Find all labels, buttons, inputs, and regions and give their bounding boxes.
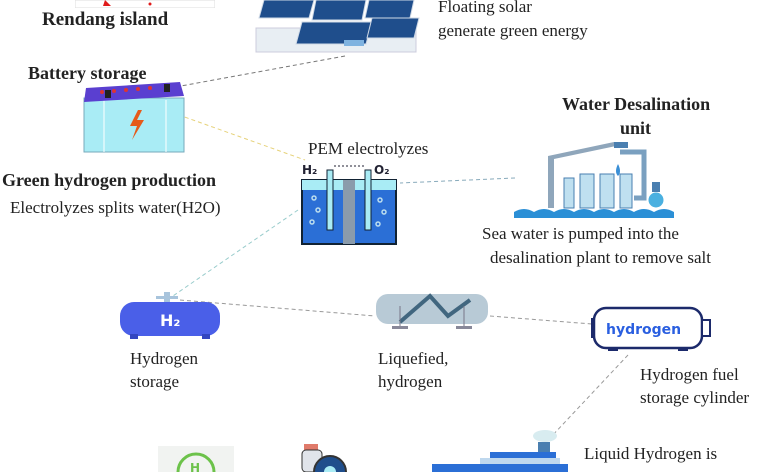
connector-battery-pem [164, 109, 306, 161]
connector-pem-storage [169, 209, 299, 299]
h2-text: H₂ [302, 163, 317, 177]
green-hydrogen-production-label: Green hydrogen production [2, 170, 217, 190]
hydrogen-storage-label: Hydrogen [130, 349, 198, 368]
connector-liquefied-cylinder [489, 315, 593, 325]
cylinder-text: hydrogen [606, 322, 681, 338]
h2-tank-text: H₂ [160, 311, 180, 330]
hydrogen-station-icon: H [158, 446, 234, 472]
hydrogen-fuel-cylinder-label: Hydrogen fuel [640, 365, 739, 384]
floating-solar-icon [255, 0, 420, 53]
water-desalination-label: Water Desalination [562, 94, 711, 114]
hydrogen-fuel-cylinder-sublabel: storage cylinder [640, 388, 750, 407]
pem-electrolyzes-label: PEM electrolyzes [308, 139, 429, 158]
pem-electrolyzer-icon: H₂ O₂ [301, 163, 397, 245]
liquid-hydrogen-ship-icon [432, 430, 568, 472]
electrolyzes-label: Electrolyzes splits water(H2O) [10, 198, 221, 217]
liquefied-hydrogen-sublabel: hydrogen [378, 372, 443, 391]
desalination-unit-icon [514, 142, 674, 218]
hydrogen-fuel-cylinder-icon: hydrogen [591, 306, 711, 351]
station-text: H [190, 461, 200, 472]
connector-storage-liquefied [179, 299, 376, 317]
rendang-island-label: Rendang island [42, 9, 169, 30]
hydrogen-storage-sublabel: storage [130, 372, 180, 391]
sea-water-sublabel: desalination plant to remove salt [490, 248, 711, 267]
o2-text: O₂ [374, 163, 389, 177]
floating-solar-label: Floating solar [438, 0, 532, 16]
water-desalination-sublabel: unit [620, 118, 652, 138]
liquid-hydrogen-label: Liquid Hydrogen is [584, 444, 718, 463]
battery-storage-label: Battery storage [28, 63, 147, 83]
island-map-icon [75, 0, 215, 8]
liquefied-hydrogen-tank-icon [376, 293, 488, 329]
connector-cylinder-ship [549, 354, 629, 439]
battery-icon [83, 82, 185, 153]
connector-desal-pem [399, 177, 516, 184]
liquefied-hydrogen-label: Liquefied, [378, 349, 449, 368]
connector-solar-battery [169, 55, 346, 89]
fuel-tank-gauge-icon [301, 444, 347, 472]
floating-solar-sublabel: generate green energy [438, 21, 588, 40]
sea-water-label: Sea water is pumped into the [482, 224, 679, 243]
hydrogen-storage-tank-icon: H₂ [120, 292, 220, 339]
